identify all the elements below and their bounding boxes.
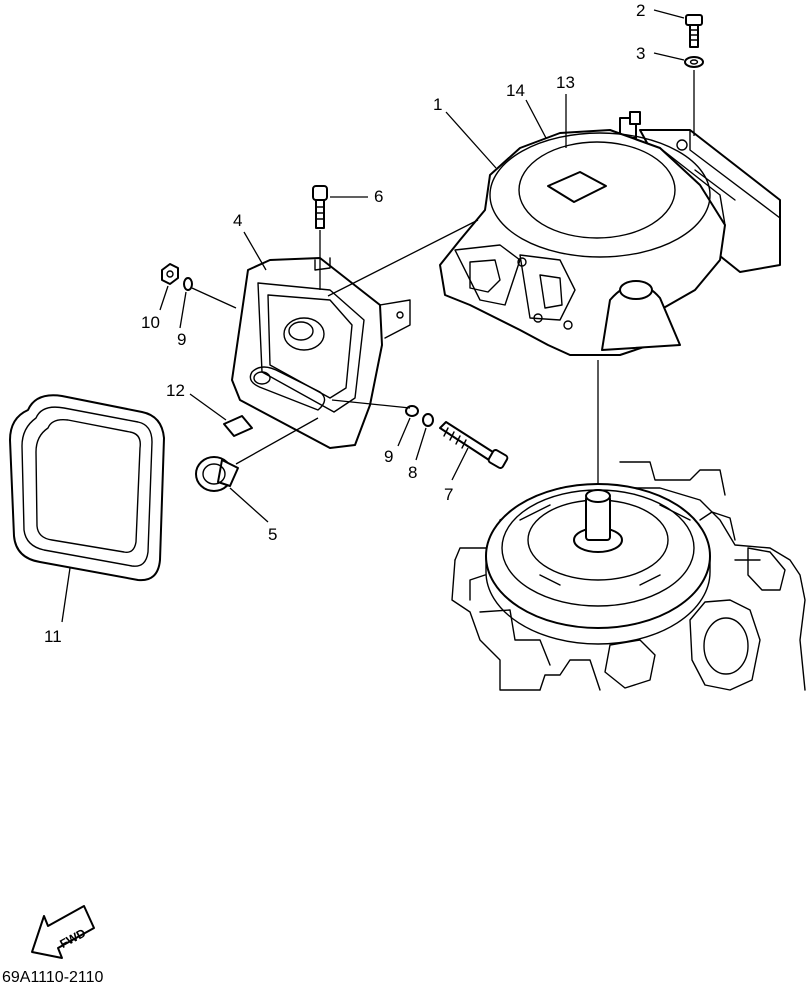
callout-8: 8 xyxy=(408,463,417,482)
callout-9-left: 9 xyxy=(177,330,186,349)
callout-10: 10 xyxy=(141,313,160,332)
callout-12: 12 xyxy=(166,381,185,400)
callout-1: 1 xyxy=(433,95,442,114)
callout-13: 13 xyxy=(556,73,575,92)
callout-5: 5 xyxy=(268,525,277,544)
label-plate xyxy=(223,415,253,437)
washer-left xyxy=(183,277,193,291)
long-bolt xyxy=(439,421,509,469)
callout-2: 2 xyxy=(636,1,645,20)
drawing-code: 69A1110-2110 xyxy=(2,969,104,985)
nut xyxy=(161,263,179,285)
top-bolt xyxy=(685,14,703,48)
top-washer xyxy=(684,56,704,68)
plug-cap xyxy=(195,456,239,492)
callout-14: 14 xyxy=(506,81,525,100)
flywheel-cover xyxy=(439,111,781,356)
flywheel xyxy=(485,483,711,645)
callout-labels: 2 3 14 13 1 6 4 10 9 12 9 8 7 5 11 xyxy=(44,1,645,646)
callout-6: 6 xyxy=(374,187,383,206)
callout-9-right: 9 xyxy=(384,447,393,466)
engine-block xyxy=(451,461,806,691)
fwd-arrow-icon: FWD xyxy=(31,905,95,959)
callout-4: 4 xyxy=(233,211,242,230)
callout-7: 7 xyxy=(444,485,453,504)
leader-lines xyxy=(61,9,695,623)
air-filter-element xyxy=(9,394,165,582)
callout-11: 11 xyxy=(44,627,62,646)
spring-washer xyxy=(422,413,434,427)
intake-silencer xyxy=(231,257,411,449)
callout-3: 3 xyxy=(636,44,645,63)
silencer-bolt xyxy=(312,185,328,229)
